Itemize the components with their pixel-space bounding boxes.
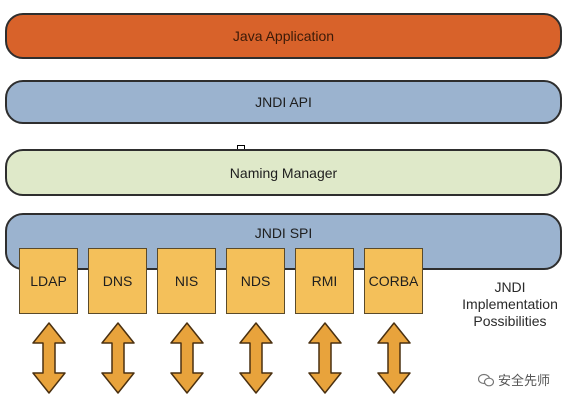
provider-ldap: LDAP <box>19 248 78 314</box>
double-arrow-icon <box>170 322 204 394</box>
provider-label: NDS <box>240 273 271 289</box>
jndi-spi-label: JNDI SPI <box>254 225 313 241</box>
naming-manager-label: Naming Manager <box>229 164 338 181</box>
provider-label: NIS <box>174 273 199 289</box>
double-arrow-icon <box>308 322 342 394</box>
provider-label: LDAP <box>30 273 67 289</box>
provider-nds: NDS <box>226 248 285 314</box>
jndi-api-label: JNDI API <box>255 94 312 110</box>
naming-manager-layer: Naming Manager <box>5 149 562 196</box>
note-line: JNDI <box>494 279 526 295</box>
watermark: 安全先师 <box>478 370 550 389</box>
double-arrow-icon <box>101 322 135 394</box>
watermark-text: 安全先师 <box>498 373 551 388</box>
provider-label: CORBA <box>368 273 419 289</box>
provider-label: RMI <box>311 273 338 289</box>
provider-corba: CORBA <box>364 248 423 314</box>
provider-nis: NIS <box>157 248 216 314</box>
jndi-api-layer: JNDI API <box>5 80 562 124</box>
implementation-possibilities-note: JNDI Implementation Possibilities <box>448 279 572 330</box>
double-arrow-icon <box>32 322 66 394</box>
note-line: Possibilities <box>473 313 547 329</box>
provider-dns: DNS <box>88 248 147 314</box>
chat-bubble-icon <box>478 373 494 386</box>
note-line: Implementation <box>462 296 558 312</box>
java-application-layer: Java Application <box>5 13 562 59</box>
double-arrow-icon <box>239 322 273 394</box>
java-application-label: Java Application <box>232 28 335 44</box>
double-arrow-icon <box>377 322 411 394</box>
provider-label: DNS <box>102 273 133 289</box>
provider-rmi: RMI <box>295 248 354 314</box>
